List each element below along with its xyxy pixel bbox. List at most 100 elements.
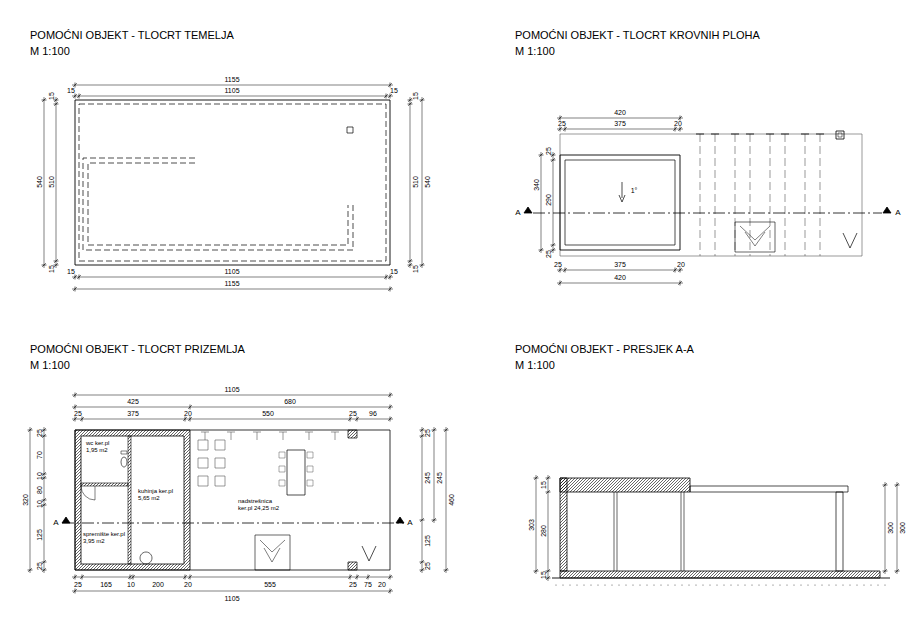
dimension-tick	[73, 417, 77, 422]
foundation-strip	[88, 163, 348, 245]
dimension-tick	[388, 275, 392, 280]
dimension: 25	[36, 429, 43, 437]
dimension-tick	[563, 127, 567, 132]
dimension-tick	[388, 575, 392, 580]
dimension-line	[30, 427, 31, 573]
soil	[646, 584, 647, 585]
dimension-line	[410, 97, 411, 268]
plan-drawing	[28, 83, 900, 594]
dimension: 20	[184, 581, 192, 588]
soil	[744, 584, 745, 585]
dimension-tick	[77, 94, 81, 99]
dimension: 25	[74, 410, 82, 417]
soil	[716, 584, 717, 585]
dimension-tick	[539, 153, 544, 157]
slope-note: 1°	[631, 187, 638, 194]
dimension-tick	[563, 268, 567, 273]
dimension-tick	[183, 575, 187, 580]
dimension: 165	[100, 581, 112, 588]
dimension-tick	[54, 102, 59, 106]
roof-slab	[560, 478, 690, 492]
dimension-tick	[432, 428, 437, 432]
dimension-tick	[444, 428, 449, 432]
dimension-tick	[546, 476, 551, 480]
dimension-line	[72, 407, 393, 408]
dimension: 540	[36, 176, 43, 188]
dimension-line	[72, 96, 393, 97]
chair	[279, 452, 285, 458]
dimension: 15	[67, 87, 75, 94]
dimension: 245	[424, 472, 431, 484]
soil	[555, 584, 556, 585]
dimension: 300	[899, 522, 906, 534]
scale-note: M 1:100	[515, 45, 555, 58]
pergola-beam	[770, 134, 771, 256]
column	[836, 492, 843, 571]
soil	[821, 584, 822, 585]
dimension-line	[897, 482, 898, 574]
soil	[653, 584, 654, 585]
dimension-tick	[42, 98, 47, 102]
foundation-outline	[75, 100, 390, 265]
dimension: 25	[545, 250, 552, 258]
pergola-beam	[227, 432, 235, 440]
floor-slab	[560, 571, 880, 578]
dimension: 460	[448, 494, 455, 506]
dimension-tick	[183, 417, 187, 422]
dimension: 125	[36, 529, 43, 541]
dimension-tick	[558, 281, 562, 286]
dimension: 510	[48, 176, 55, 188]
dimension: 15	[412, 265, 419, 273]
dimension-tick	[388, 393, 392, 398]
dimension-line	[557, 129, 683, 130]
dimension-line	[885, 482, 886, 574]
stair	[740, 226, 770, 246]
dimension: 1105	[224, 87, 239, 94]
dimension-tick	[551, 243, 556, 247]
chair	[215, 458, 225, 468]
column	[348, 430, 357, 438]
roof-slab	[560, 155, 680, 250]
dimension-tick	[73, 94, 77, 99]
dimension: 10	[127, 581, 135, 588]
dimension: 280	[540, 525, 547, 537]
soil	[597, 584, 598, 585]
dimension: 245	[436, 472, 443, 484]
foundation-strip	[79, 104, 386, 261]
dimension: 303	[528, 519, 535, 531]
soil	[674, 584, 675, 585]
pergola-beam	[750, 134, 751, 256]
dimension-tick	[73, 589, 77, 594]
column	[348, 562, 357, 570]
pergola-beam	[801, 134, 809, 135]
table	[287, 450, 305, 495]
dimension-line	[557, 270, 683, 271]
dimension-line	[72, 85, 393, 86]
dimension-line	[72, 419, 393, 420]
dimension: 125	[424, 535, 431, 547]
pergola-beam	[711, 134, 719, 135]
dimension: 425	[127, 398, 139, 405]
dimension: 540	[424, 176, 431, 188]
pergola-beam	[715, 134, 716, 256]
slope-arrow	[619, 195, 625, 202]
section-mark: A	[515, 209, 520, 217]
soil	[632, 584, 633, 585]
pergola-beam	[731, 134, 739, 135]
soil	[870, 584, 871, 585]
room-label: wc ker.pl 1,95 m2	[86, 440, 116, 454]
dimension-tick	[73, 275, 77, 280]
dimension-tick	[348, 575, 352, 580]
soil	[828, 584, 829, 585]
dimension: 15	[390, 268, 398, 275]
dimension: 375	[614, 120, 626, 127]
chair	[307, 466, 313, 472]
dimension-tick	[673, 127, 677, 132]
dimension: 25	[545, 147, 552, 155]
view-title: POMOĆNI OBJEKT - TLOCRT PRIZEMLJA	[30, 343, 245, 356]
wall	[81, 483, 128, 486]
scale-note: M 1:100	[515, 359, 555, 372]
pergola-beam	[700, 134, 701, 256]
stair	[735, 222, 775, 252]
dimension-tick	[73, 287, 77, 292]
